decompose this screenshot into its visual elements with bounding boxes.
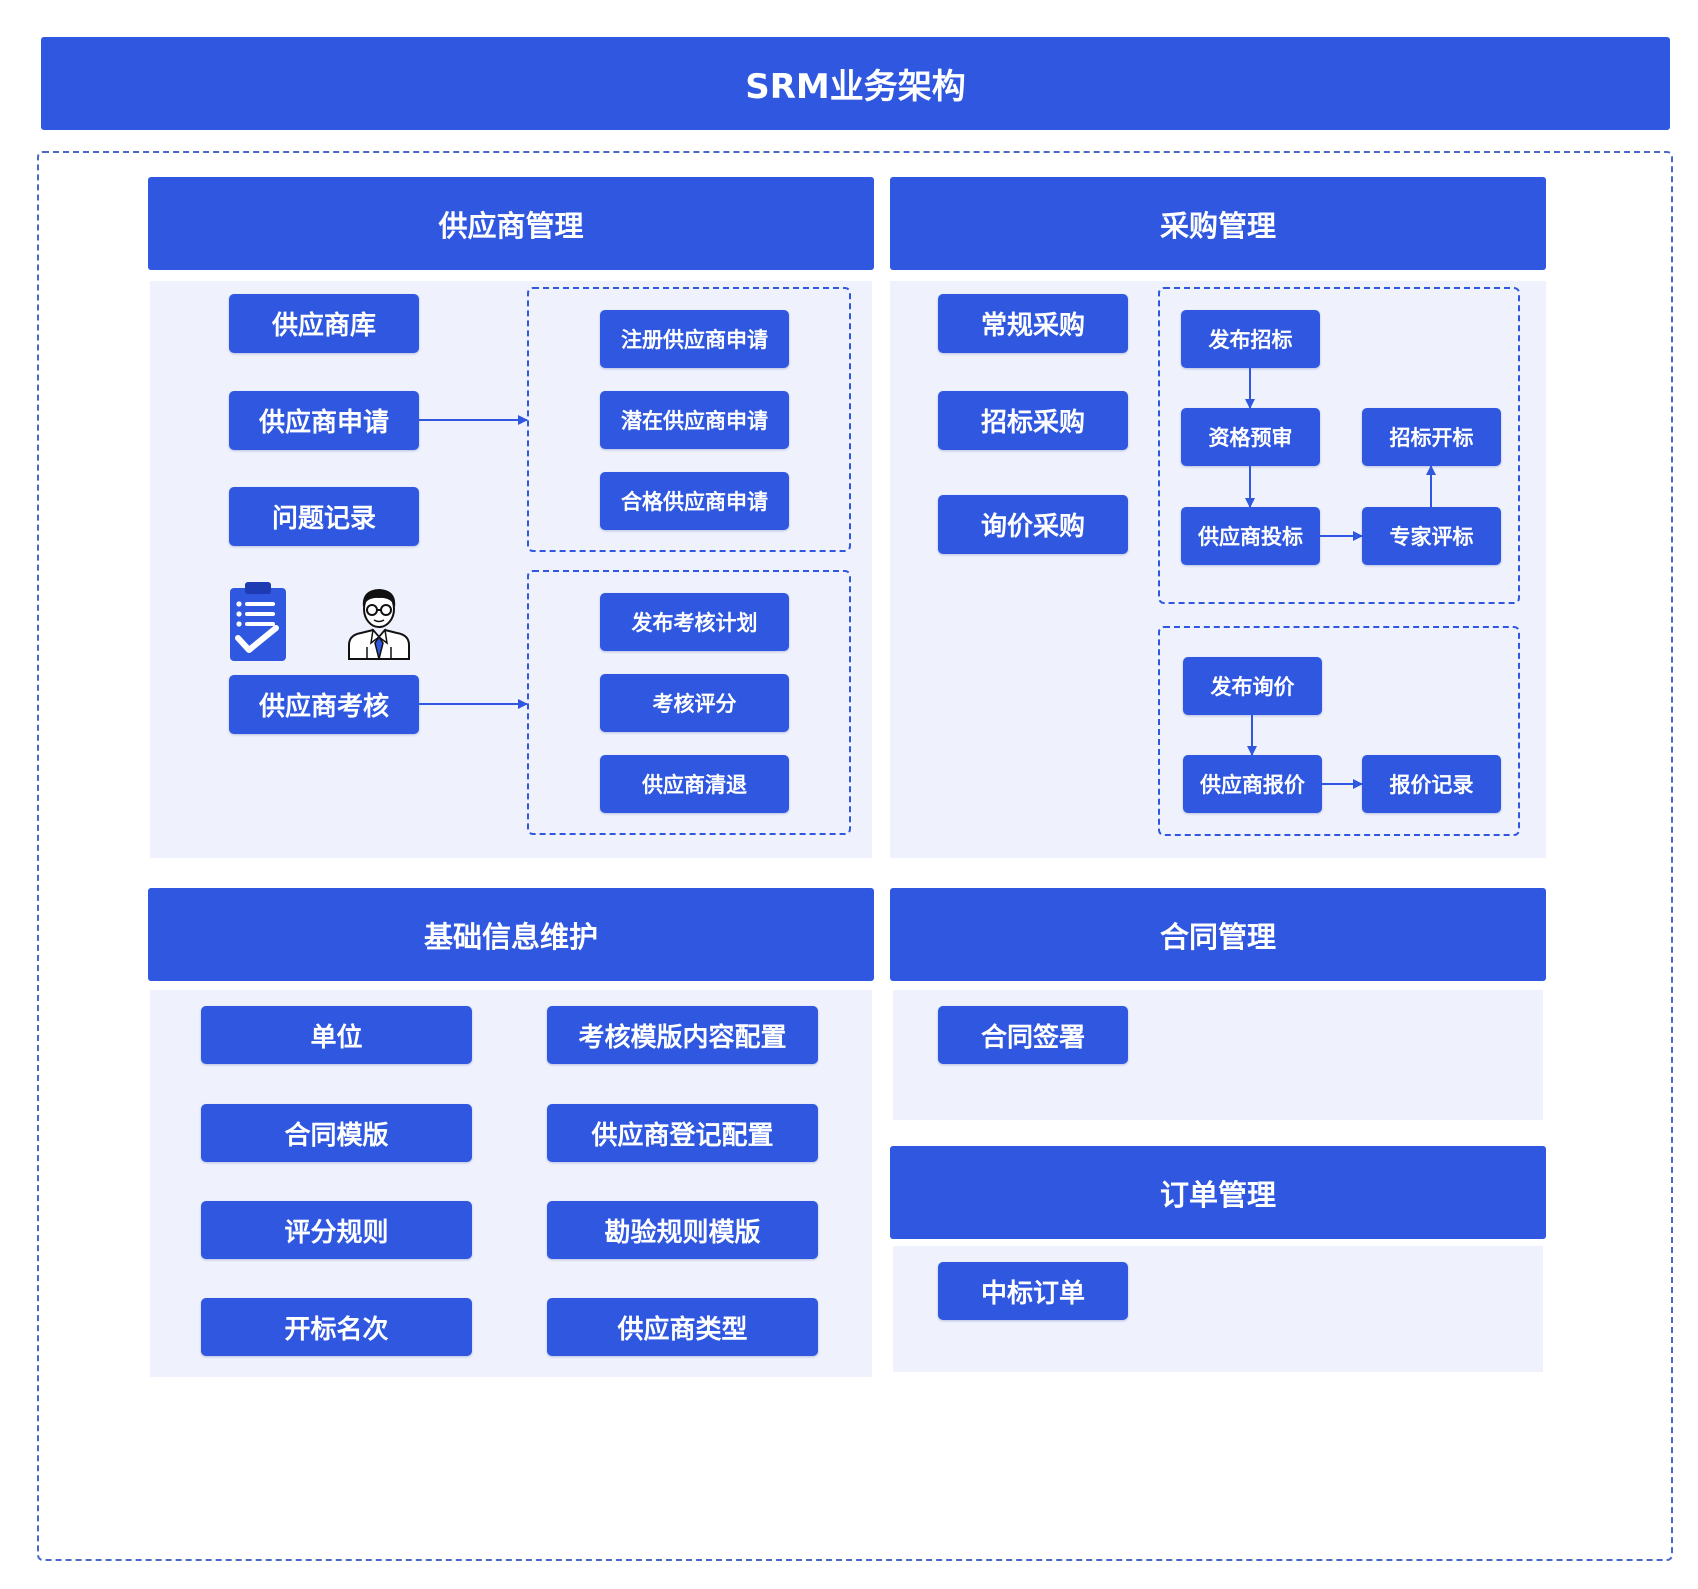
section-header-basic: 基础信息维护 [148,888,874,981]
assessment-scoring-button[interactable]: 考核评分 [600,674,789,732]
supplier-bidding-button[interactable]: 供应商投标 [1181,507,1320,565]
quote-record-button[interactable]: 报价记录 [1362,755,1501,813]
contract-template-button[interactable]: 合同模版 [201,1104,472,1162]
assessment-template-config-button[interactable]: 考核模版内容配置 [547,1006,818,1064]
expert-evaluation-button[interactable]: 专家评标 [1362,507,1501,565]
bid-ranking-button[interactable]: 开标名次 [201,1298,472,1356]
supplier-assessment-group [527,570,851,835]
supplier-application-button[interactable]: 供应商申请 [229,391,419,450]
inquiry-flow-group [1158,626,1520,836]
section-header-purchase: 采购管理 [890,177,1546,270]
qualified-supplier-application-button[interactable]: 合格供应商申请 [600,472,789,530]
basic-unit-button[interactable]: 单位 [201,1006,472,1064]
section-header-supplier: 供应商管理 [148,177,874,270]
supplier-registration-config-button[interactable]: 供应商登记配置 [547,1104,818,1162]
bid-opening-button[interactable]: 招标开标 [1362,408,1501,466]
tender-flow-group [1158,287,1520,604]
potential-supplier-application-button[interactable]: 潜在供应商申请 [600,391,789,449]
winning-order-button[interactable]: 中标订单 [938,1262,1128,1320]
inquiry-purchase-button[interactable]: 询价采购 [938,495,1128,554]
inspection-rule-template-button[interactable]: 勘验规则模版 [547,1201,818,1259]
clipboard-checklist-icon [230,582,286,661]
supplier-assessment-button[interactable]: 供应商考核 [229,675,419,734]
scoring-rules-button[interactable]: 评分规则 [201,1201,472,1259]
person-avatar-icon [348,589,410,660]
architecture-container [37,151,1673,1561]
issue-record-button[interactable]: 问题记录 [229,487,419,546]
publish-tender-button[interactable]: 发布招标 [1181,310,1320,368]
page-title: SRM业务架构 [41,37,1670,130]
section-header-contract: 合同管理 [890,888,1546,981]
prequalification-button[interactable]: 资格预审 [1181,408,1320,466]
publish-assessment-plan-button[interactable]: 发布考核计划 [600,593,789,651]
section-header-order: 订单管理 [890,1146,1546,1239]
supplier-library-button[interactable]: 供应商库 [229,294,419,353]
supplier-type-button[interactable]: 供应商类型 [547,1298,818,1356]
register-supplier-application-button[interactable]: 注册供应商申请 [600,310,789,368]
regular-purchase-button[interactable]: 常规采购 [938,294,1128,353]
contract-signing-button[interactable]: 合同签署 [938,1006,1128,1064]
supplier-quote-button[interactable]: 供应商报价 [1183,755,1322,813]
publish-inquiry-button[interactable]: 发布询价 [1183,657,1322,715]
supplier-removal-button[interactable]: 供应商清退 [600,755,789,813]
tender-purchase-button[interactable]: 招标采购 [938,391,1128,450]
supplier-application-group [527,287,851,552]
